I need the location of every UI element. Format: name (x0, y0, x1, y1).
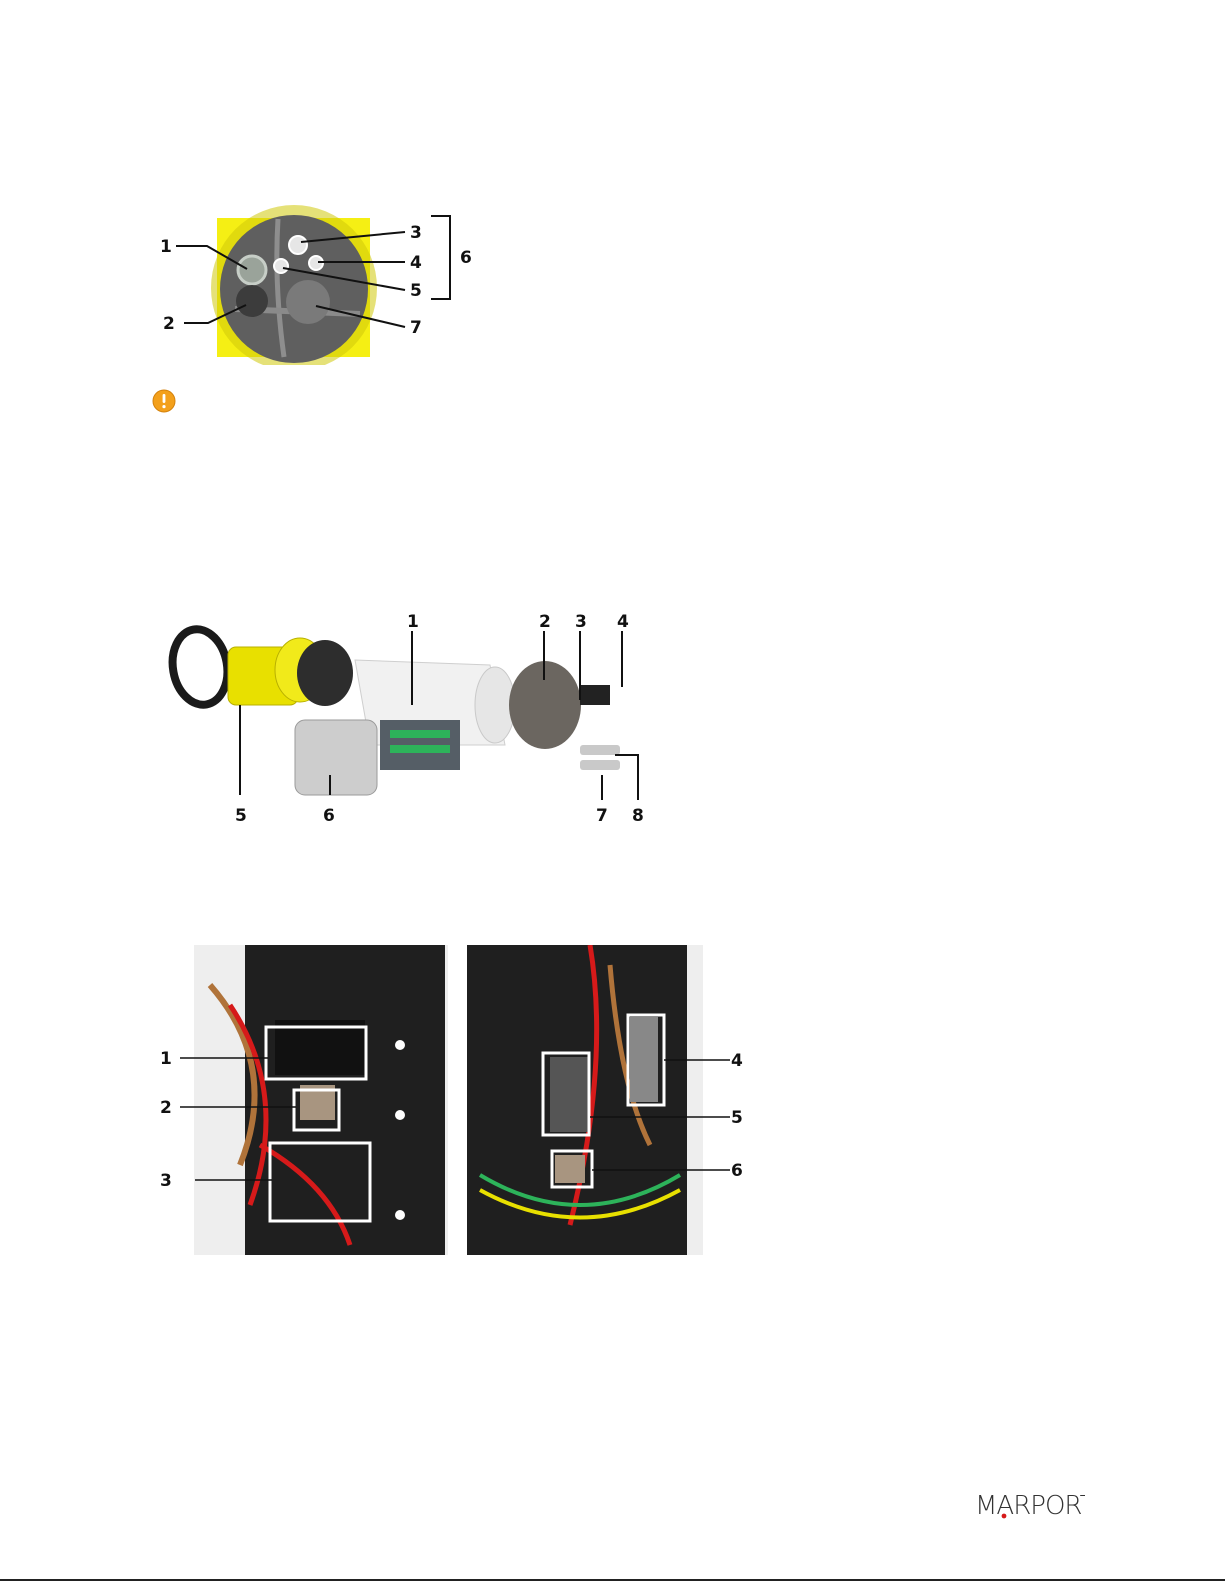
connector-end-photo (211, 205, 377, 365)
callout-6: 6 (731, 1161, 743, 1181)
callout-4: 4 (410, 253, 422, 273)
callout-5: 5 (731, 1108, 743, 1128)
figure-exploded-view: 1 2 3 4 5 6 7 8 (160, 605, 660, 835)
callout-1: 1 (160, 1049, 172, 1069)
callout-1: 1 (160, 237, 172, 257)
callout-2: 2 (539, 612, 551, 632)
internal-photo-right (467, 945, 703, 1255)
callout-4: 4 (617, 612, 629, 632)
logo-text: MARPORT (975, 1491, 1085, 1521)
callout-7: 7 (596, 806, 608, 826)
internal-photo-left (194, 945, 448, 1255)
callout-6: 6 (323, 806, 335, 826)
callout-6: 6 (460, 248, 472, 268)
callout-4: 4 (731, 1051, 743, 1071)
callout-5: 5 (235, 806, 247, 826)
callout-1: 1 (407, 612, 419, 632)
callout-3: 3 (575, 612, 587, 632)
page-bottom-rule (0, 1579, 1225, 1581)
callout-7: 7 (410, 318, 422, 338)
callout-8: 8 (632, 806, 644, 826)
callout-5: 5 (410, 281, 422, 301)
callout-3: 3 (410, 223, 422, 243)
figure-internal-photos: 1 2 3 4 5 6 (150, 945, 760, 1260)
marport-logo: MARPORT (975, 1488, 1085, 1524)
figure-connector-end-view: 1 2 3 4 5 6 7 (150, 205, 490, 365)
warning-icon (152, 389, 176, 413)
exploded-view-render (167, 625, 620, 795)
callout-2: 2 (163, 314, 175, 334)
callout-2: 2 (160, 1098, 172, 1118)
callout-3: 3 (160, 1171, 172, 1191)
